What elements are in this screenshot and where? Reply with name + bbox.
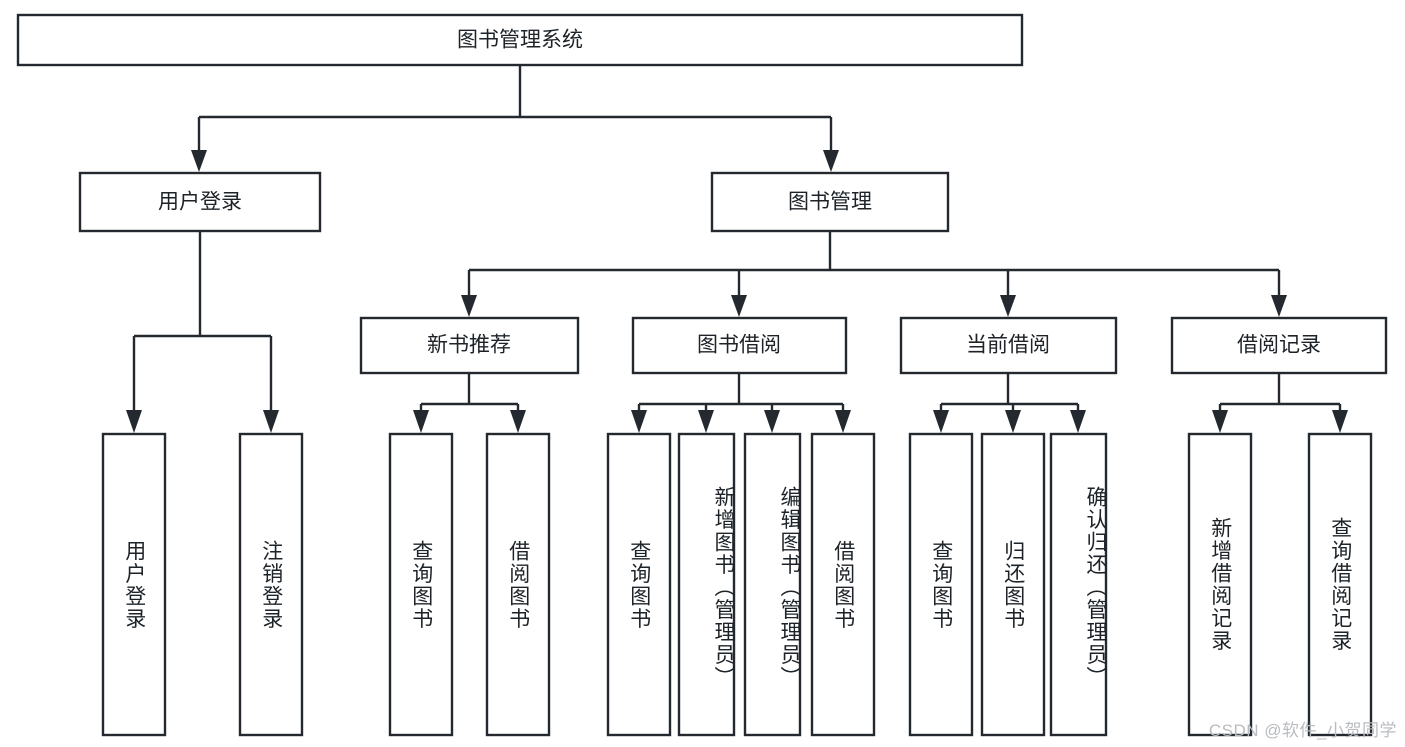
leaf-box-add-book-admin[interactable] — [677, 432, 736, 737]
leaf-box-logout[interactable] — [238, 432, 304, 737]
arrow-to-current-borrow — [1000, 295, 1016, 317]
leaf-box-confirm-return-admin[interactable] — [1049, 432, 1108, 737]
watermark-text: CSDN @软件_小贺同学 — [1208, 721, 1397, 740]
node-book-borrow-box[interactable] — [631, 316, 848, 375]
arrow-root-to-user-login — [191, 150, 207, 172]
leaf-box-user-login[interactable] — [101, 432, 167, 737]
arrow-new-book-rec-leaf-1 — [413, 410, 429, 433]
arrow-user-login-leaf-1 — [126, 410, 142, 433]
node-book-borrow[interactable]: 图书借阅 — [631, 316, 848, 375]
node-book-management-label: 图书管理 — [788, 191, 872, 214]
leaf-box-query-books-current[interactable] — [908, 432, 974, 737]
node-borrow-record-label: 借阅记录 — [1237, 334, 1321, 357]
node-new-book-recommend-label: 新书推荐 — [427, 334, 511, 357]
arrow-user-login-leaf-2 — [263, 410, 279, 433]
node-new-book-recommend[interactable]: 新书推荐 — [359, 316, 580, 375]
node-new-book-recommend-box[interactable] — [359, 316, 580, 375]
leaf-box-add-borrow-record[interactable] — [1187, 432, 1253, 737]
node-book-borrow-label: 图书借阅 — [697, 334, 781, 357]
arrow-borrow-record-leaf-1 — [1212, 410, 1228, 433]
arrow-book-borrow-leaf-2 — [698, 410, 714, 433]
node-root[interactable]: 图书管理系统 — [16, 13, 1024, 67]
leaf-box-edit-book-admin[interactable] — [743, 432, 802, 737]
leaf-box-borrow-book[interactable] — [810, 432, 876, 737]
arrow-book-borrow-leaf-4 — [835, 410, 851, 433]
node-user-login[interactable]: 用户登录 — [78, 171, 322, 233]
leaf-box-query-borrow-record[interactable] — [1307, 432, 1373, 737]
arrow-to-borrow-record — [1271, 295, 1287, 317]
arrow-current-borrow-leaf-3 — [1070, 410, 1086, 433]
arrow-current-borrow-leaf-2 — [1005, 410, 1021, 433]
node-root-label: 图书管理系统 — [457, 29, 583, 52]
node-borrow-record[interactable]: 借阅记录 — [1170, 316, 1388, 375]
node-root-box[interactable] — [16, 13, 1024, 67]
arrow-to-book-borrow — [731, 295, 747, 317]
arrow-to-new-book-rec — [461, 295, 477, 317]
arrow-root-to-book-mgmt — [823, 150, 839, 172]
arrow-current-borrow-leaf-1 — [933, 410, 949, 433]
node-borrow-record-box[interactable] — [1170, 316, 1388, 375]
node-book-management-box[interactable] — [710, 171, 950, 233]
arrow-book-borrow-leaf-3 — [764, 410, 780, 433]
node-current-borrow-label: 当前借阅 — [966, 334, 1050, 357]
leaf-box-query-books-borrow[interactable] — [606, 432, 672, 737]
arrow-borrow-record-leaf-2 — [1332, 410, 1348, 433]
node-current-borrow-box[interactable] — [899, 316, 1118, 375]
node-current-borrow[interactable]: 当前借阅 — [899, 316, 1118, 375]
arrow-book-borrow-leaf-1 — [631, 410, 647, 433]
arrow-new-book-rec-leaf-2 — [510, 410, 526, 433]
leaf-box-query-books-rec[interactable] — [388, 432, 454, 737]
node-book-management[interactable]: 图书管理 — [710, 171, 950, 233]
leaf-box-borrow-books-rec[interactable] — [485, 432, 551, 737]
node-user-login-label: 用户登录 — [158, 191, 242, 214]
leaf-box-return-book[interactable] — [980, 432, 1046, 737]
